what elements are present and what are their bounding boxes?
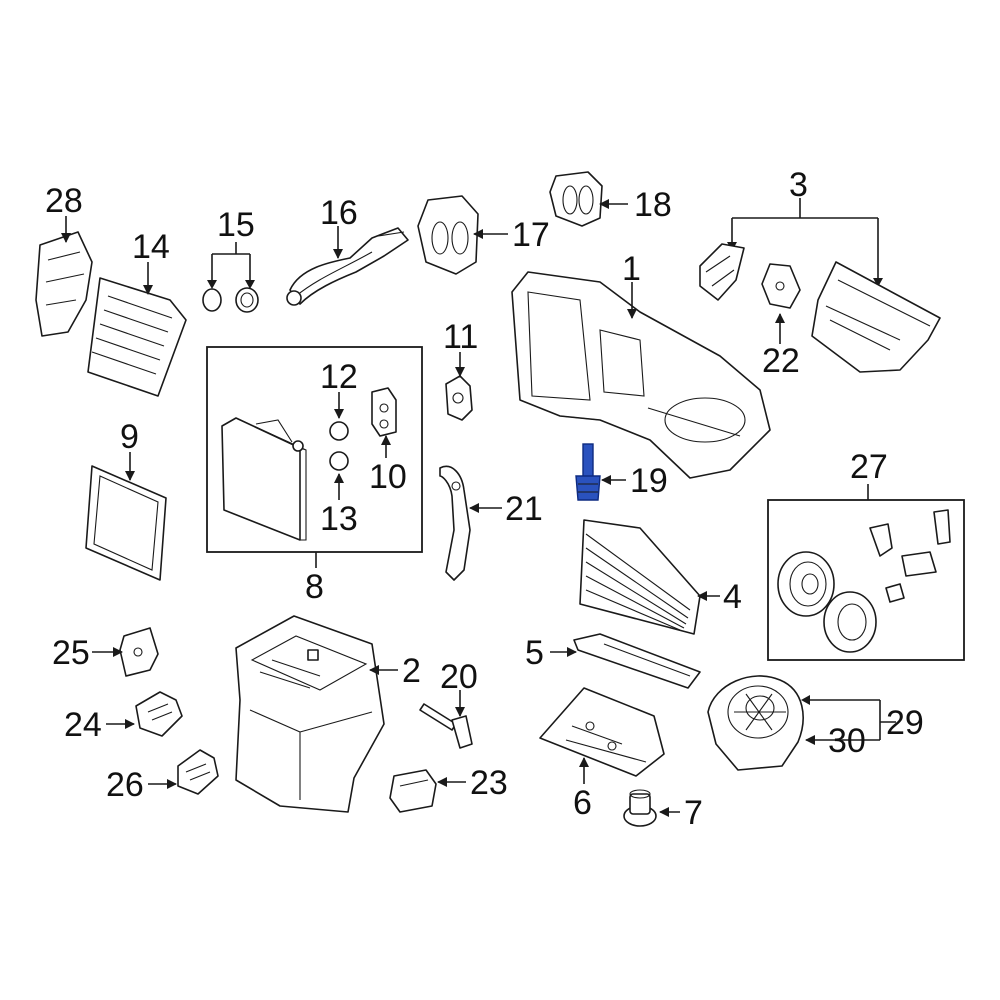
part-27-blower-wheel[interactable] — [777, 551, 835, 617]
part-11-clip[interactable] — [445, 375, 473, 421]
part-7-grommet[interactable] — [623, 789, 657, 827]
callout-1: 1 — [622, 250, 641, 288]
part-16-ac-tube[interactable] — [286, 227, 409, 306]
callout-17: 17 — [512, 216, 550, 254]
kit-box-27 — [767, 499, 965, 661]
part-17-gasket[interactable] — [417, 195, 479, 275]
callout-2: 2 — [402, 652, 421, 690]
part-27-motor-housing[interactable] — [823, 591, 877, 653]
callout-12: 12 — [320, 358, 358, 396]
callout-11: 11 — [443, 318, 478, 356]
part-18-gasket[interactable] — [549, 171, 603, 227]
callout-9: 9 — [120, 418, 139, 456]
callout-26: 26 — [106, 766, 144, 804]
part-10-expansion-valve[interactable] — [371, 387, 397, 437]
kit-box-8 — [206, 346, 423, 553]
leader-29 — [806, 699, 896, 741]
callout-6: 6 — [573, 784, 592, 822]
callout-18: 18 — [634, 186, 672, 224]
callout-25: 25 — [52, 634, 90, 672]
callout-24: 24 — [64, 706, 102, 744]
callout-21: 21 — [505, 490, 543, 528]
part-4-filter[interactable] — [579, 519, 701, 635]
callout-5: 5 — [525, 634, 544, 672]
callout-13: 13 — [320, 500, 358, 538]
callout-3: 3 — [789, 166, 808, 204]
callout-28: 28 — [45, 182, 83, 220]
part-20-sensor[interactable] — [419, 703, 473, 749]
callout-23: 23 — [470, 764, 508, 802]
part-28-trim-panel[interactable] — [35, 231, 93, 337]
part-5-seal-strip[interactable] — [573, 633, 701, 689]
part-1-hvac-housing[interactable] — [511, 271, 771, 479]
part-25-actuator[interactable] — [119, 627, 159, 677]
callout-16: 16 — [320, 194, 358, 232]
part-27-small-brackets[interactable] — [869, 509, 951, 603]
callout-7: 7 — [684, 794, 703, 832]
part-23-module[interactable] — [389, 769, 437, 813]
part-29-blower-motor[interactable] — [707, 675, 804, 771]
part-9-cabin-filter[interactable] — [85, 465, 167, 581]
callout-29: 29 — [886, 704, 924, 742]
callout-15: 15 — [217, 206, 255, 244]
part-3-duct-right[interactable] — [811, 261, 941, 373]
callout-19: 19 — [630, 462, 668, 500]
part-14-evaporator[interactable] — [87, 277, 187, 397]
callout-30: 30 — [828, 722, 866, 760]
part-13-o-ring[interactable] — [329, 451, 349, 471]
callout-22: 22 — [762, 342, 800, 380]
callout-20: 20 — [440, 658, 478, 696]
part-26-actuator[interactable] — [177, 749, 219, 795]
part-8-evaporator-core[interactable] — [221, 417, 307, 541]
part-19-sensor-highlighted[interactable] — [575, 443, 601, 501]
part-21-drain-hose[interactable] — [439, 465, 471, 581]
leader-3 — [731, 198, 879, 282]
part-3-duct-left[interactable] — [699, 243, 745, 301]
callout-8: 8 — [305, 568, 324, 606]
part-2-hvac-case[interactable] — [235, 615, 385, 813]
callout-4: 4 — [723, 578, 742, 616]
callout-14: 14 — [132, 228, 170, 266]
part-15-o-rings[interactable] — [202, 287, 259, 313]
part-6-base-plate[interactable] — [539, 687, 665, 777]
part-24-actuator[interactable] — [135, 691, 183, 737]
callout-10: 10 — [369, 458, 407, 496]
leader-15 — [211, 242, 251, 284]
callout-27: 27 — [850, 448, 888, 486]
part-12-o-ring[interactable] — [329, 421, 349, 441]
part-22-bracket[interactable] — [761, 263, 801, 309]
